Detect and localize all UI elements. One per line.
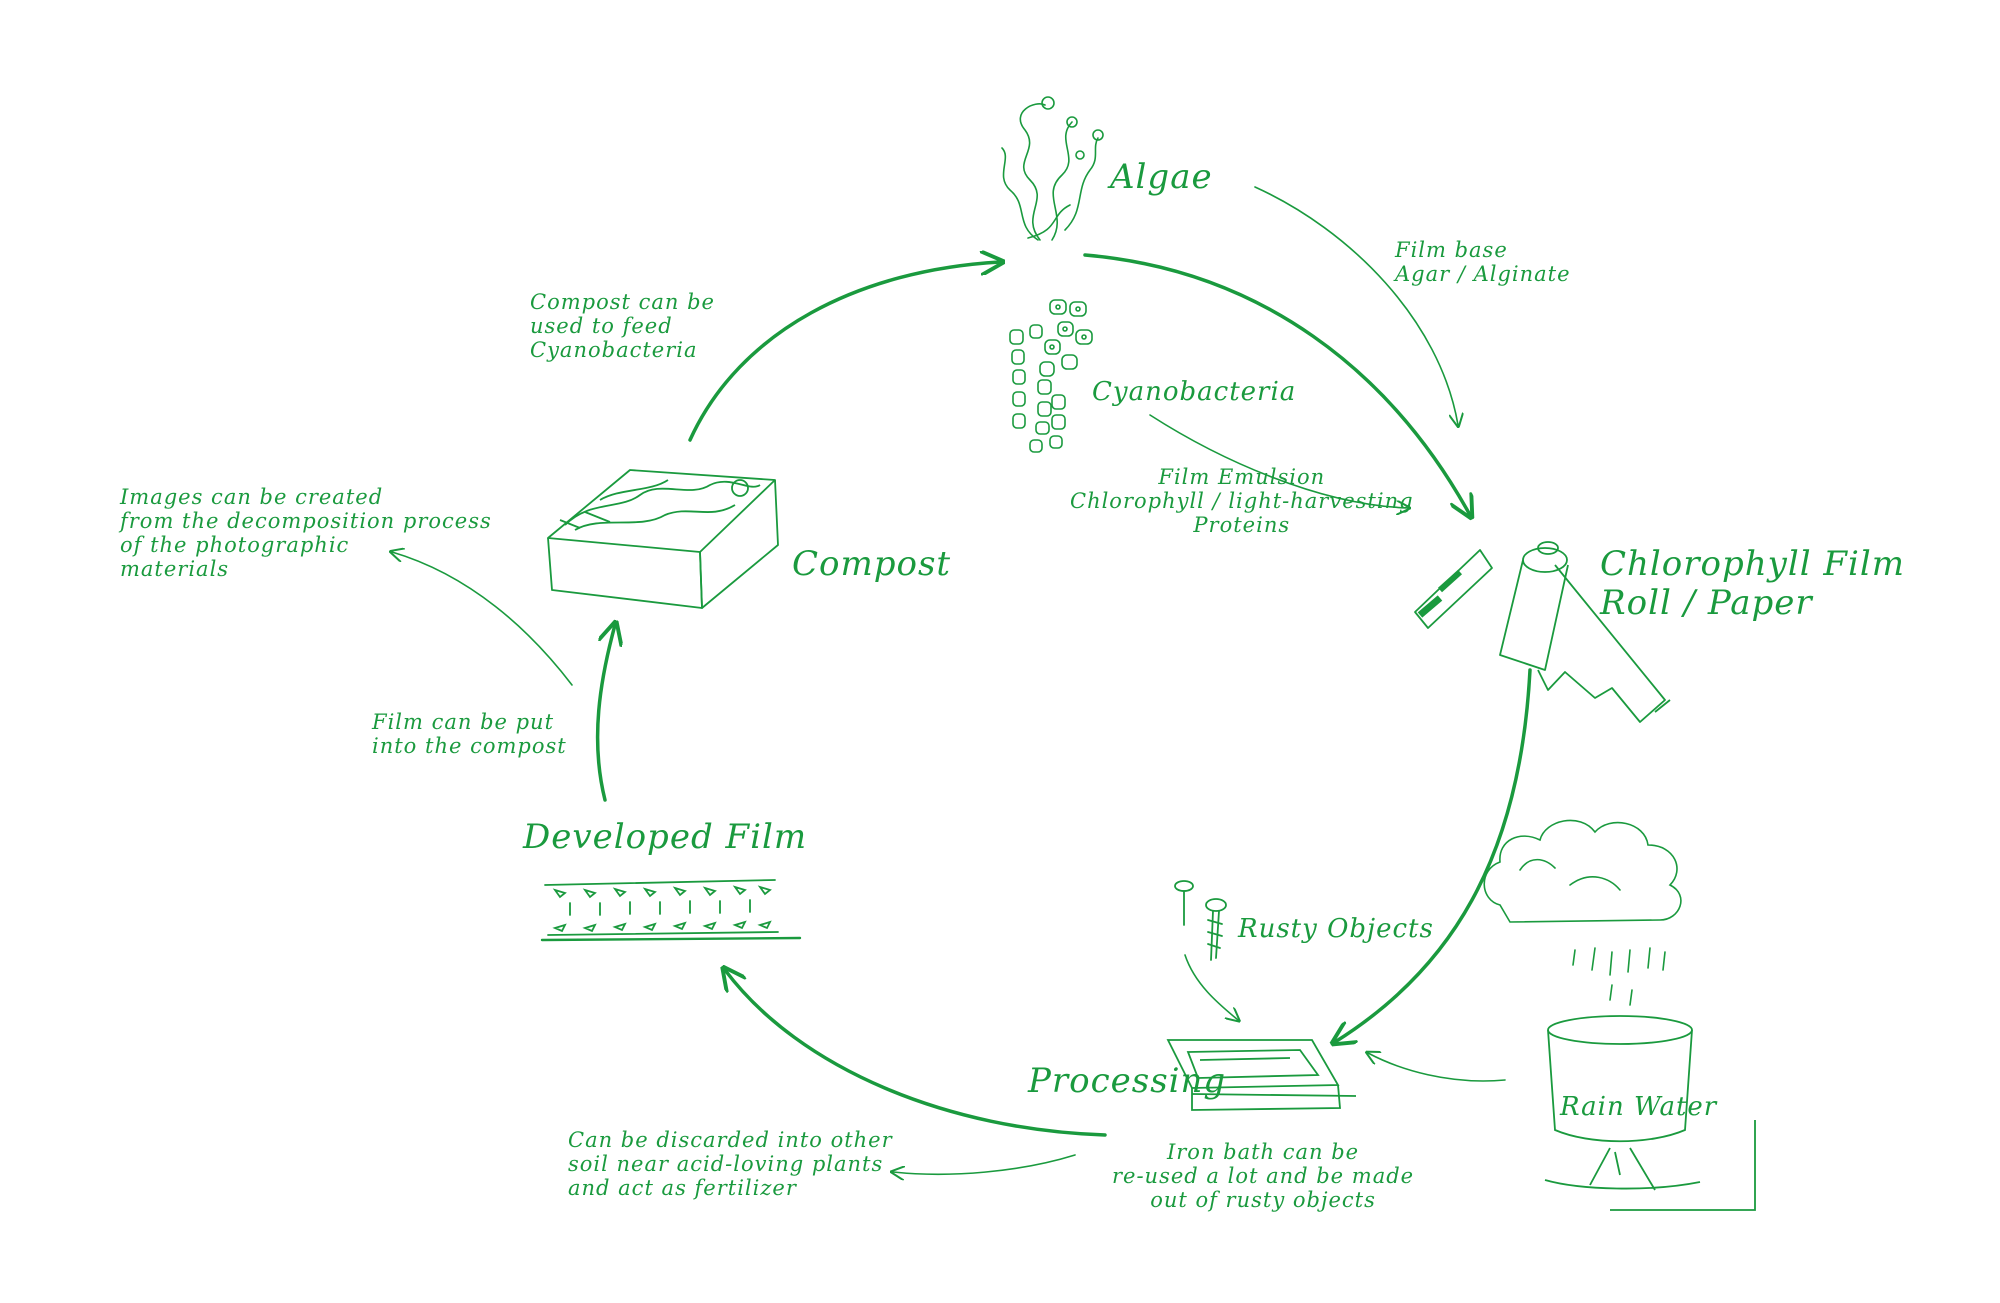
chlorophyll-film-label: Chlorophyll Film Roll / Paper <box>1600 544 1905 624</box>
rain-cloud-icon <box>1483 819 1682 1006</box>
screw-icon <box>1205 898 1227 961</box>
bucket-icon <box>1544 1015 1756 1211</box>
developed-film-label: Developed Film <box>523 817 808 857</box>
discarded-note: Can be discarded into other soil near ac… <box>568 1128 893 1201</box>
images-decomposition-note: Images can be created from the decomposi… <box>120 485 492 582</box>
arrow-rusty-to-processing <box>1184 954 1238 1020</box>
film-emulsion-note: Film Emulsion Chlorophyll / light-harves… <box>1070 465 1414 538</box>
processing-tray-icon <box>1166 1039 1357 1111</box>
rusty-objects-label: Rusty Objects <box>1238 914 1434 944</box>
film-base-note: Film base Agar / Alginate <box>1395 238 1571 287</box>
nail-icon <box>1174 880 1194 926</box>
arrow-developed-to-compost <box>595 625 615 802</box>
cyanobacteria-label: Cyanobacteria <box>1092 377 1297 407</box>
film-into-compost-note: Film can be put into the compost <box>372 710 567 759</box>
algae-label: Algae <box>1110 157 1213 197</box>
arrow-processing-to-soil <box>893 1154 1076 1174</box>
compost-box-icon <box>547 469 779 609</box>
compost-feed-note: Compost can be used to feed Cyanobacteri… <box>530 290 715 363</box>
arrow-film-base <box>1254 186 1458 425</box>
arrow-compost-to-algae <box>688 262 1000 442</box>
arrow-film-to-processing <box>1335 668 1532 1042</box>
iron-bath-note: Iron bath can be re-used a lot and be ma… <box>1112 1140 1415 1213</box>
compost-label: Compost <box>792 544 952 584</box>
arrow-rain-to-processing <box>1368 1053 1506 1082</box>
film-roll-icon <box>1414 541 1671 723</box>
arrow-film-emulsion <box>1149 414 1408 508</box>
arrow-algae-to-film <box>1083 253 1470 515</box>
processing-label: Processing <box>1028 1061 1227 1101</box>
film-strip-icon <box>540 879 802 942</box>
arrow-processing-to-developed <box>725 970 1107 1137</box>
rain-water-label: Rain Water <box>1560 1092 1718 1122</box>
arrow-compost-to-images <box>392 552 573 686</box>
cyanobacteria-icon <box>1009 299 1093 453</box>
algae-icon <box>1001 96 1104 241</box>
